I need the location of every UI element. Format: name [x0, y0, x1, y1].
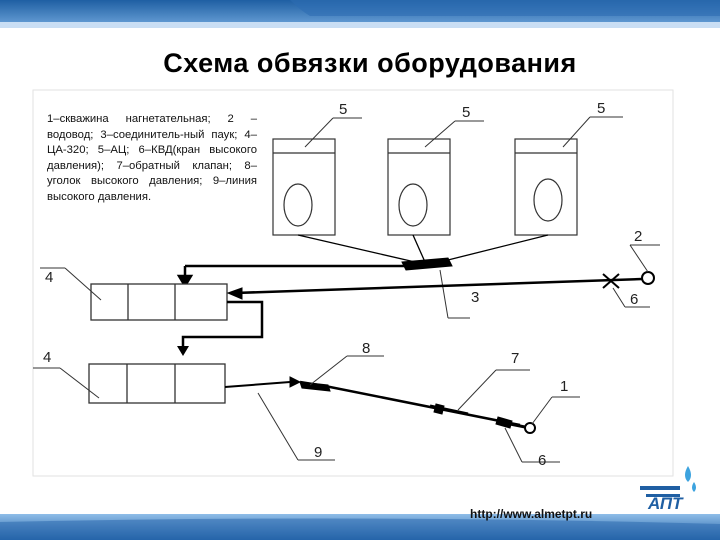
hp-line-leader	[257, 392, 299, 461]
label-pump-top: 4	[45, 269, 53, 286]
pump-link-arrow	[177, 346, 189, 356]
label-well: 1	[560, 378, 568, 395]
pump-bottom-leader	[59, 367, 100, 399]
water-line-leader	[629, 244, 649, 273]
tank-3	[514, 138, 578, 236]
hp-line	[224, 376, 521, 427]
diagram-frame	[32, 89, 674, 477]
valve-bottom-leader	[504, 427, 523, 463]
tank-1	[272, 138, 336, 236]
logo-text: АПТ	[647, 494, 684, 513]
tank-suction-lines	[297, 234, 549, 263]
valve-top	[602, 273, 620, 289]
label-elbow: 8	[362, 340, 370, 357]
label-tank-1: 5	[339, 101, 347, 118]
bottom-decor-bar	[0, 514, 720, 540]
valve-top-leader	[612, 287, 626, 308]
well-head	[524, 422, 536, 434]
well-leader	[531, 396, 553, 425]
elbow-fitting	[299, 381, 331, 392]
top-decor-bar	[0, 0, 720, 28]
label-valve-bottom: 6	[538, 452, 546, 469]
slide-title: Схема обвязки оборудования	[163, 48, 577, 78]
label-water-line: 2	[634, 228, 642, 245]
label-tank-2: 5	[462, 104, 470, 121]
elbow-leader	[309, 355, 348, 386]
pump-link-line	[181, 300, 264, 346]
website-url[interactable]: http://www.almetpt.ru	[470, 507, 593, 521]
spider-leader	[439, 269, 449, 319]
check-valve-leader	[457, 369, 497, 411]
label-hp-line: 9	[314, 444, 322, 461]
tank-2	[387, 138, 451, 236]
spider-connector	[185, 257, 453, 271]
check-valve	[429, 403, 469, 416]
water-line	[226, 277, 643, 300]
pump-bottom	[88, 363, 226, 404]
pump-top-leader	[64, 267, 102, 301]
label-tank-3: 5	[597, 100, 605, 117]
legend-text: 1–скважина нагнетательная; 2 –водовод; 3…	[47, 113, 257, 203]
label-pump-bottom: 4	[43, 349, 51, 366]
label-valve-top: 6	[630, 291, 638, 308]
label-check-valve: 7	[511, 350, 519, 367]
label-spider: 3	[471, 289, 479, 306]
pump-top	[90, 283, 228, 321]
water-drop-icon	[685, 466, 696, 492]
tank-leaders	[304, 116, 623, 148]
water-line-end	[641, 271, 655, 285]
apt-logo: АПТ	[640, 466, 696, 513]
feed-line-top	[176, 266, 194, 289]
